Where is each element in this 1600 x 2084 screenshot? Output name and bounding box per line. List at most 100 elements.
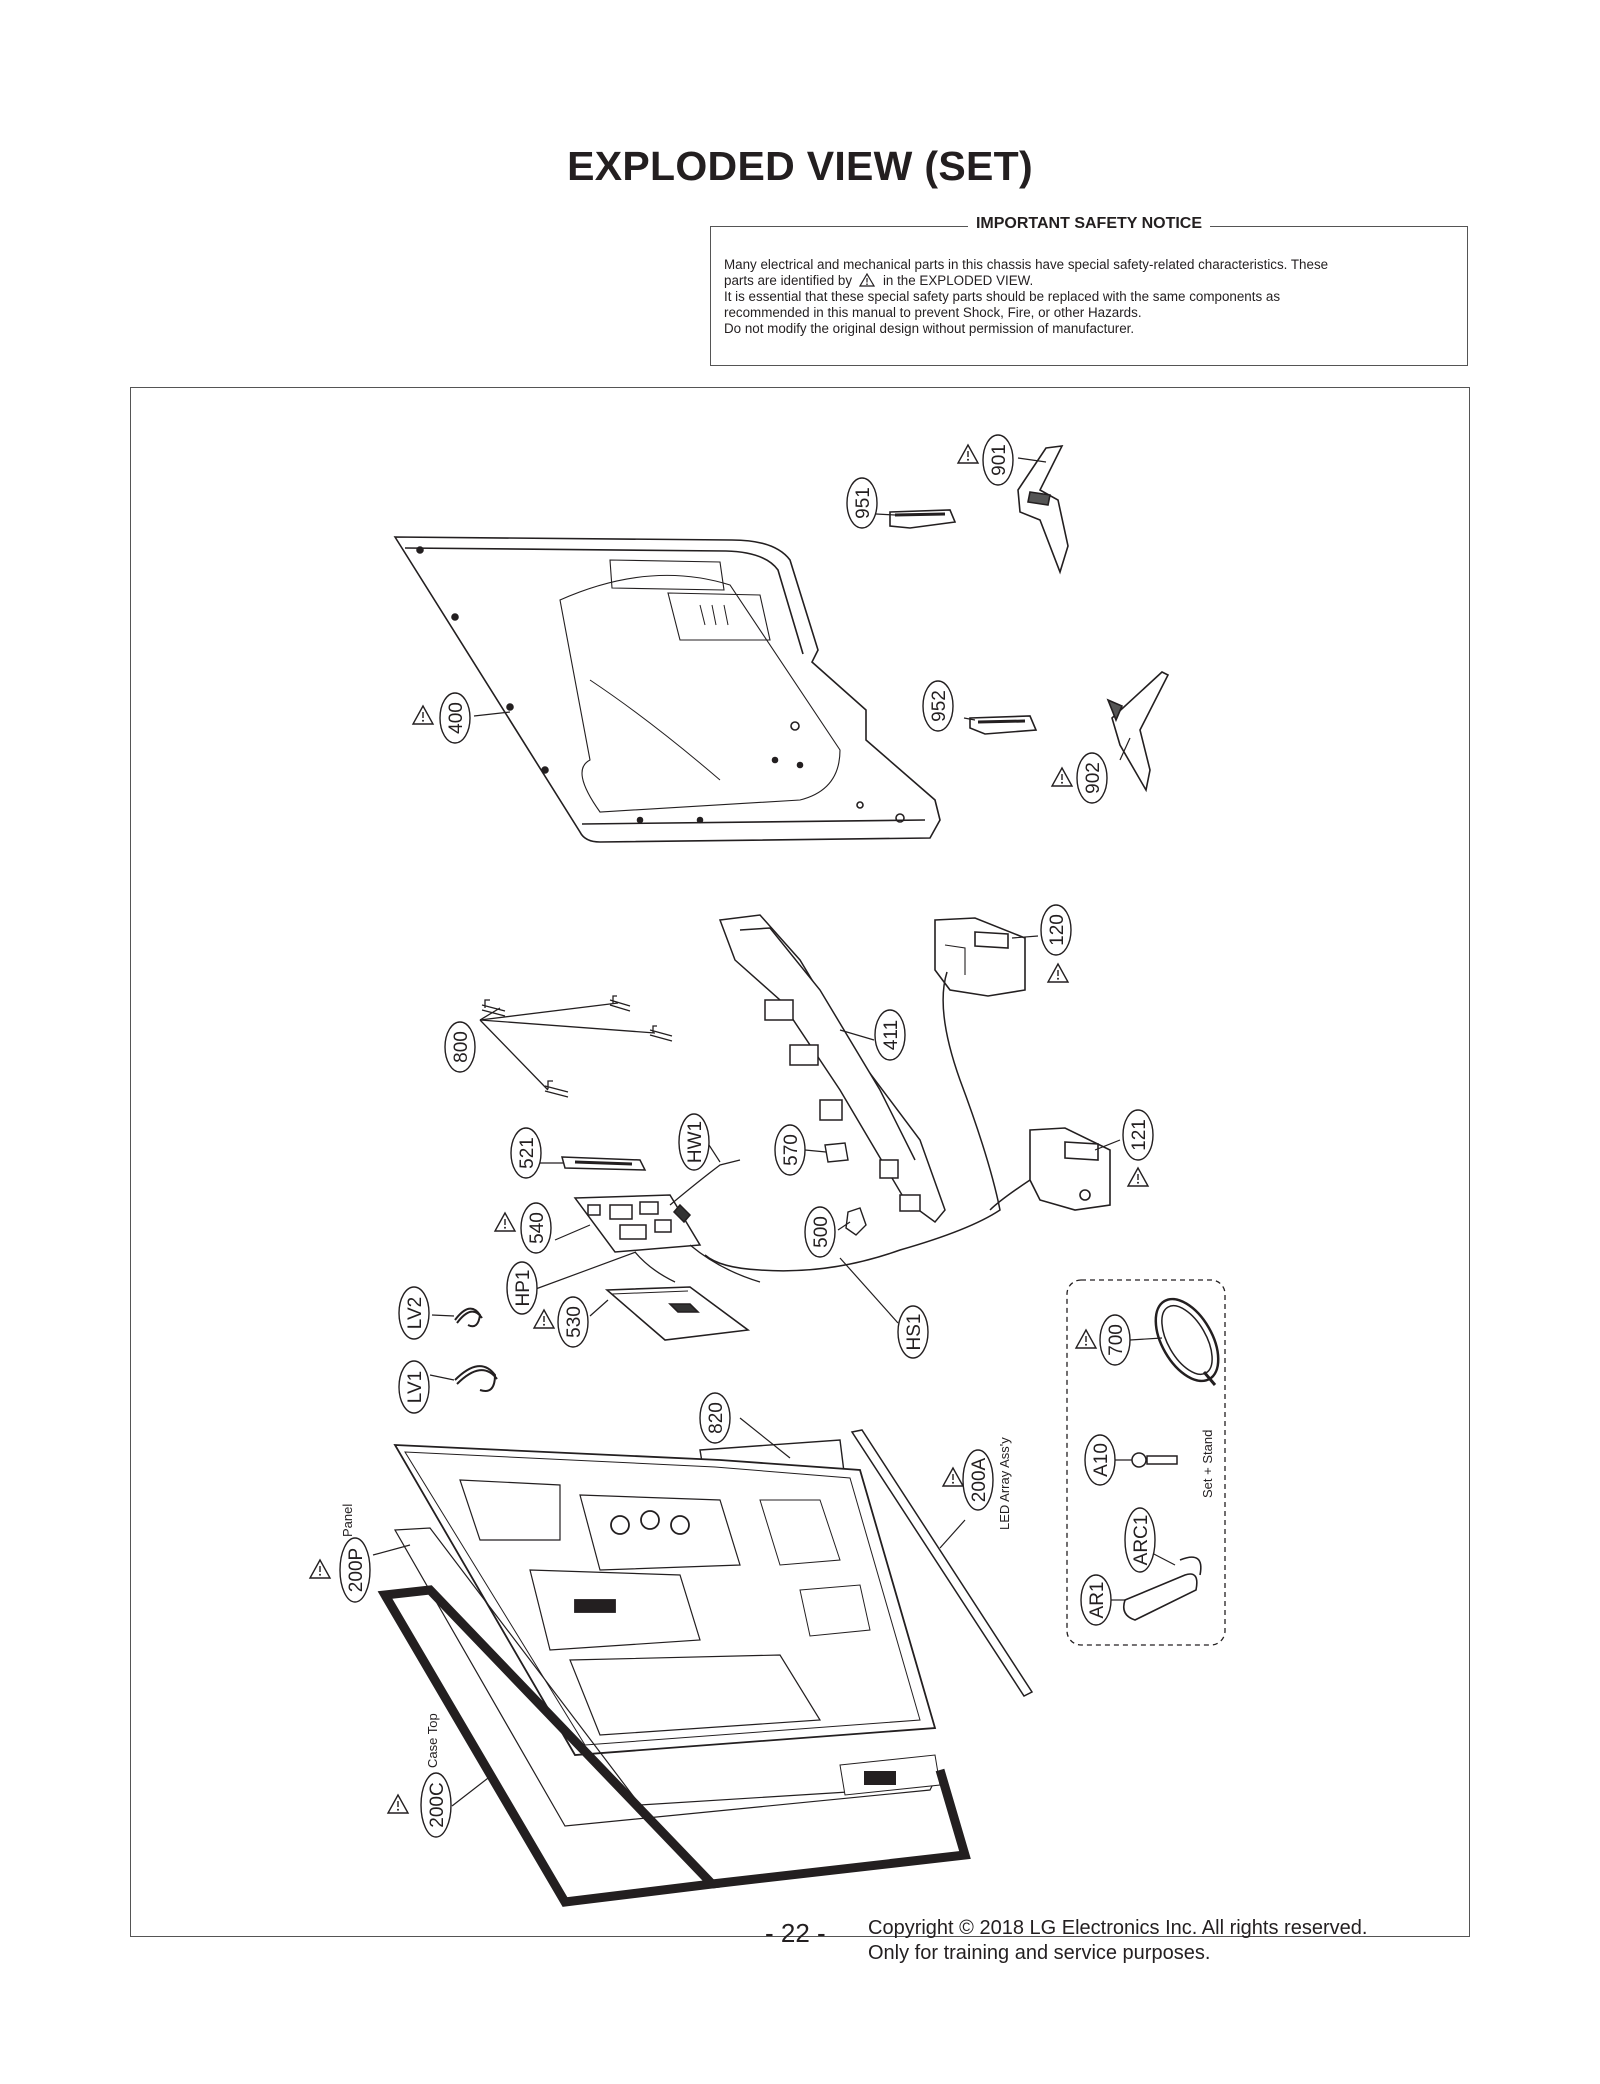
svg-text:411: 411: [881, 1020, 902, 1050]
part-570-drawing: [824, 1142, 849, 1163]
stand-902-drawing: [1106, 671, 1170, 793]
callout-120: 120: [1040, 904, 1072, 956]
callout-411: 411: [874, 1009, 906, 1061]
page-number: - 22 -: [765, 1918, 826, 1948]
speaker-cable: [704, 971, 1001, 1272]
main-board-540-drawing: [573, 1194, 702, 1253]
warning-triangle-icon: [309, 1559, 331, 1579]
notice-line: recommended in this manual to prevent Sh…: [724, 305, 1142, 320]
svg-text:HW1: HW1: [685, 1121, 706, 1163]
callout-570: 570: [774, 1124, 806, 1176]
caption-case-top: Case Top: [425, 1713, 440, 1768]
notice-line: Do not modify the original design withou…: [724, 321, 1135, 336]
callout-800: 800: [444, 1021, 476, 1073]
callout-200P: 200P: [339, 1537, 371, 1603]
speaker-121-drawing: [1029, 1127, 1111, 1211]
svg-text:521: 521: [517, 1137, 538, 1169]
warning-triangle-icon: [1127, 1167, 1149, 1187]
stand-901-drawing: [1017, 445, 1069, 575]
callout-AR1: AR1: [1080, 1574, 1112, 1626]
callout-500: 500: [804, 1206, 836, 1258]
callout-901: 901: [982, 434, 1014, 486]
callout-A10: A10: [1084, 1434, 1116, 1486]
panel-module-drawing: [393, 1444, 937, 1756]
callout-952: 952: [922, 680, 954, 732]
warning-triangle-icon: [412, 705, 434, 725]
svg-text:901: 901: [989, 444, 1010, 476]
page-title: EXPLODED VIEW (SET): [567, 143, 1033, 189]
callout-ARC1: ARC1: [1124, 1507, 1156, 1573]
callout-121: 121: [1122, 1109, 1154, 1161]
svg-text:570: 570: [781, 1134, 802, 1166]
speaker-120-drawing: [934, 917, 1026, 997]
svg-text:200C: 200C: [427, 1782, 448, 1827]
safety-notice-box: IMPORTANT SAFETY NOTICE Many electrical …: [710, 215, 1468, 366]
svg-text:121: 121: [1129, 1119, 1150, 1151]
key-board-521-drawing: [561, 1156, 647, 1171]
svg-text:400: 400: [446, 702, 467, 734]
power-supply-530-drawing: [604, 1286, 751, 1341]
callout-HP1: HP1: [506, 1261, 538, 1315]
training-line: Only for training and service purposes.: [868, 1942, 1211, 1964]
warning-triangle-icon: [942, 1467, 964, 1487]
svg-text:A10: A10: [1091, 1443, 1112, 1477]
svg-text:AR1: AR1: [1087, 1582, 1108, 1619]
svg-text:530: 530: [564, 1306, 585, 1338]
warning-triangle-icon: [859, 273, 876, 287]
copyright-line: Copyright © 2018 LG Electronics Inc. All…: [868, 1917, 1368, 1939]
svg-text:540: 540: [527, 1212, 548, 1244]
warning-triangle-icon: [1051, 767, 1073, 787]
svg-text:500: 500: [811, 1216, 832, 1248]
cable-HP1: [634, 1251, 676, 1283]
leader-lines: [372, 457, 1176, 1807]
callout-LV2: LV2: [398, 1286, 430, 1340]
svg-text:952: 952: [929, 690, 950, 722]
svg-text:800: 800: [451, 1031, 472, 1063]
svg-text:HS1: HS1: [904, 1314, 925, 1351]
warning-triangle-icon: [387, 1794, 409, 1814]
power-cord-700-drawing: [1154, 1297, 1220, 1386]
svg-text:902: 902: [1083, 762, 1104, 794]
notice-line: Many electrical and mechanical parts in …: [724, 257, 1329, 272]
callout-LV1: LV1: [398, 1360, 430, 1414]
svg-text:LV2: LV2: [405, 1297, 426, 1329]
bracket-951-drawing: [889, 509, 957, 529]
screw-A10-drawing: [1131, 1452, 1178, 1468]
svg-text:700: 700: [1106, 1324, 1127, 1356]
cable-HW1: [669, 1159, 741, 1206]
led-array-200A-drawing: [850, 1429, 1034, 1697]
warning-triangle-icon: [494, 1212, 516, 1232]
bracket-952-drawing: [969, 715, 1038, 735]
callout-200A: 200A: [962, 1449, 994, 1511]
warning-triangle-icon: [957, 444, 979, 464]
diagram-frame: [130, 387, 1470, 1937]
callout-521: 521: [510, 1127, 542, 1179]
callout-HS1: HS1: [897, 1305, 929, 1359]
safety-notice-heading: IMPORTANT SAFETY NOTICE: [967, 215, 1211, 232]
warning-triangle-icon: [1047, 963, 1069, 983]
svg-text:200A: 200A: [969, 1457, 990, 1502]
callout-530: 530: [557, 1296, 589, 1348]
svg-text:HP1: HP1: [513, 1270, 534, 1307]
caption-led-array: LED Array Ass'y: [997, 1437, 1012, 1530]
notice-line: It is essential that these special safet…: [724, 289, 1281, 304]
callout-540: 540: [520, 1202, 552, 1254]
callout-200C: 200C: [420, 1772, 452, 1838]
svg-text:200P: 200P: [346, 1548, 367, 1592]
callout-820: 820: [699, 1392, 731, 1444]
safety-notice-text: Many electrical and mechanical parts in …: [724, 257, 1454, 337]
svg-text:820: 820: [706, 1402, 727, 1434]
part-callouts: 901 951 400 952 902 120 411 800: [339, 434, 1156, 1838]
frame-rail-411-drawing: [718, 914, 946, 1224]
notice-line: parts are identified by in the EXPLODED …: [724, 273, 1034, 288]
svg-text:ARC1: ARC1: [1131, 1515, 1152, 1566]
lvds-cables-drawing: [454, 1307, 498, 1392]
callout-HW1: HW1: [678, 1113, 710, 1171]
remote-AR1-drawing: [1122, 1556, 1202, 1621]
caption-set-stand: Set + Stand: [1200, 1430, 1215, 1498]
warning-triangle-icon: [1075, 1329, 1097, 1349]
copyright-block: Copyright © 2018 LG Electronics Inc. All…: [868, 1916, 1367, 1966]
callout-700: 700: [1099, 1314, 1131, 1366]
part-500-drawing: [845, 1207, 867, 1236]
